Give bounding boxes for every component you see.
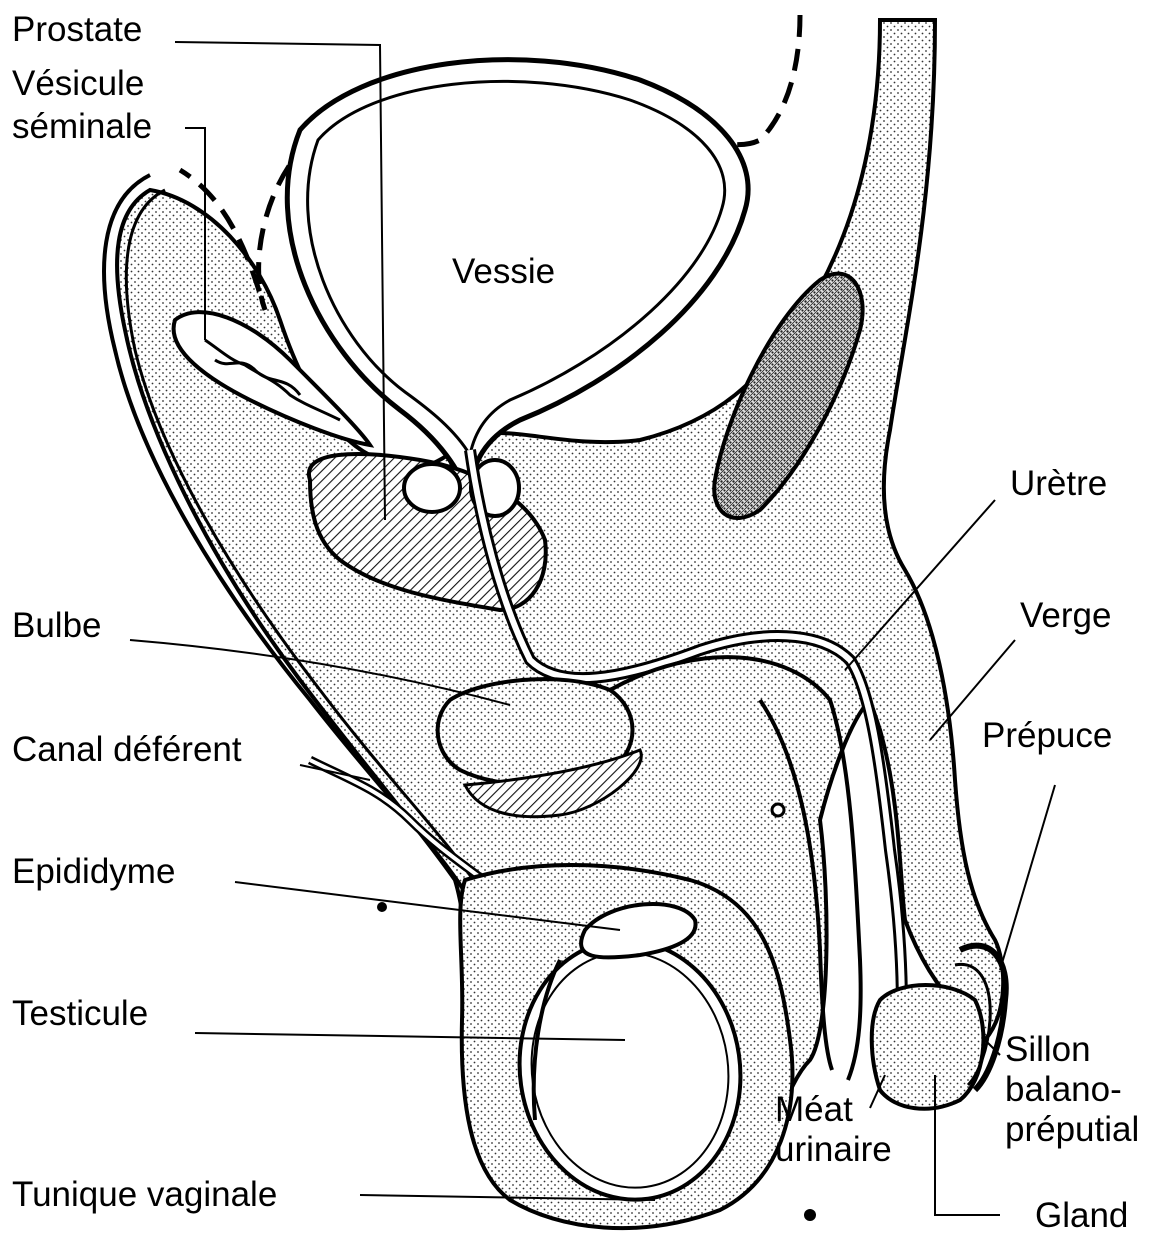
pin-marker xyxy=(804,1209,816,1221)
label-prepuce: Prépuce xyxy=(982,716,1112,756)
label-canal-deferent: Canal déférent xyxy=(12,730,242,770)
pin-marker xyxy=(772,804,784,816)
label-uretre: Urètre xyxy=(1010,464,1107,504)
label-gland: Gland xyxy=(1035,1196,1128,1236)
pin-marker xyxy=(377,902,387,912)
label-verge: Verge xyxy=(1020,596,1111,636)
label-bulbe: Bulbe xyxy=(12,606,102,646)
label-sillon-l3: préputial xyxy=(1005,1110,1139,1150)
label-epididyme: Epididyme xyxy=(12,852,175,892)
duct-opening-left xyxy=(404,464,460,512)
label-meat-l1: Méat xyxy=(775,1090,853,1130)
label-tunique-vaginale: Tunique vaginale xyxy=(12,1175,277,1215)
label-sillon-l1: Sillon xyxy=(1005,1030,1091,1070)
label-meat-l2: urinaire xyxy=(775,1130,892,1170)
label-vesicule-l2: séminale xyxy=(12,107,152,147)
label-vesicule-l1: Vésicule xyxy=(12,64,144,104)
label-vessie: Vessie xyxy=(452,252,555,292)
label-sillon-l2: balano- xyxy=(1005,1070,1122,1110)
label-testicule: Testicule xyxy=(12,994,148,1034)
label-prostate: Prostate xyxy=(12,10,142,50)
glans xyxy=(872,985,984,1109)
